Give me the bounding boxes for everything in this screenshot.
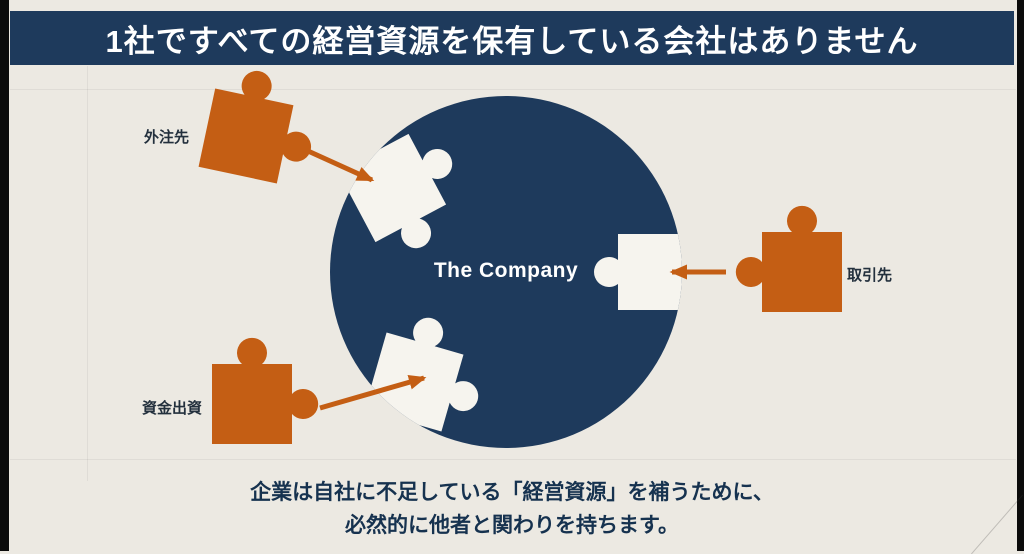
grid-line: [10, 459, 1016, 460]
arrow-outsourcing-icon: [306, 148, 375, 183]
label-outsourcing: 外注先: [144, 129, 190, 146]
company-label: The Company: [433, 259, 579, 282]
grid-line: [87, 66, 88, 481]
socket-right-icon: [594, 234, 682, 310]
puzzle-piece-partner-icon: [735, 205, 842, 312]
slide-title: 1社ですべての経営資源を保有している会社はありません: [105, 23, 919, 59]
left-edge-bar: [0, 0, 9, 551]
arrow-investor-icon: [319, 374, 427, 411]
label-investor: 資金出資: [142, 400, 203, 417]
grid-line: [10, 89, 1016, 90]
footer-line-2: 必然的に他者と関わりを持ちます。: [345, 513, 679, 537]
title-banner: 1社ですべての経営資源を保有している会社はありません: [10, 11, 1014, 65]
right-edge-bar: [1017, 0, 1024, 551]
label-partner: 取引先: [847, 267, 893, 284]
footer-line-1: 企業は自社に不足している「経営資源」を補うために、: [250, 481, 774, 504]
footer-caption: 企業は自社に不足している「経営資源」を補うために、 必然的に他者と関わりを持ちま…: [0, 477, 1024, 542]
puzzle-piece-investor-icon: [212, 337, 319, 444]
socket-bottom-left-icon: [364, 317, 479, 432]
puzzle-piece-outsourcing-icon: [198, 71, 311, 184]
